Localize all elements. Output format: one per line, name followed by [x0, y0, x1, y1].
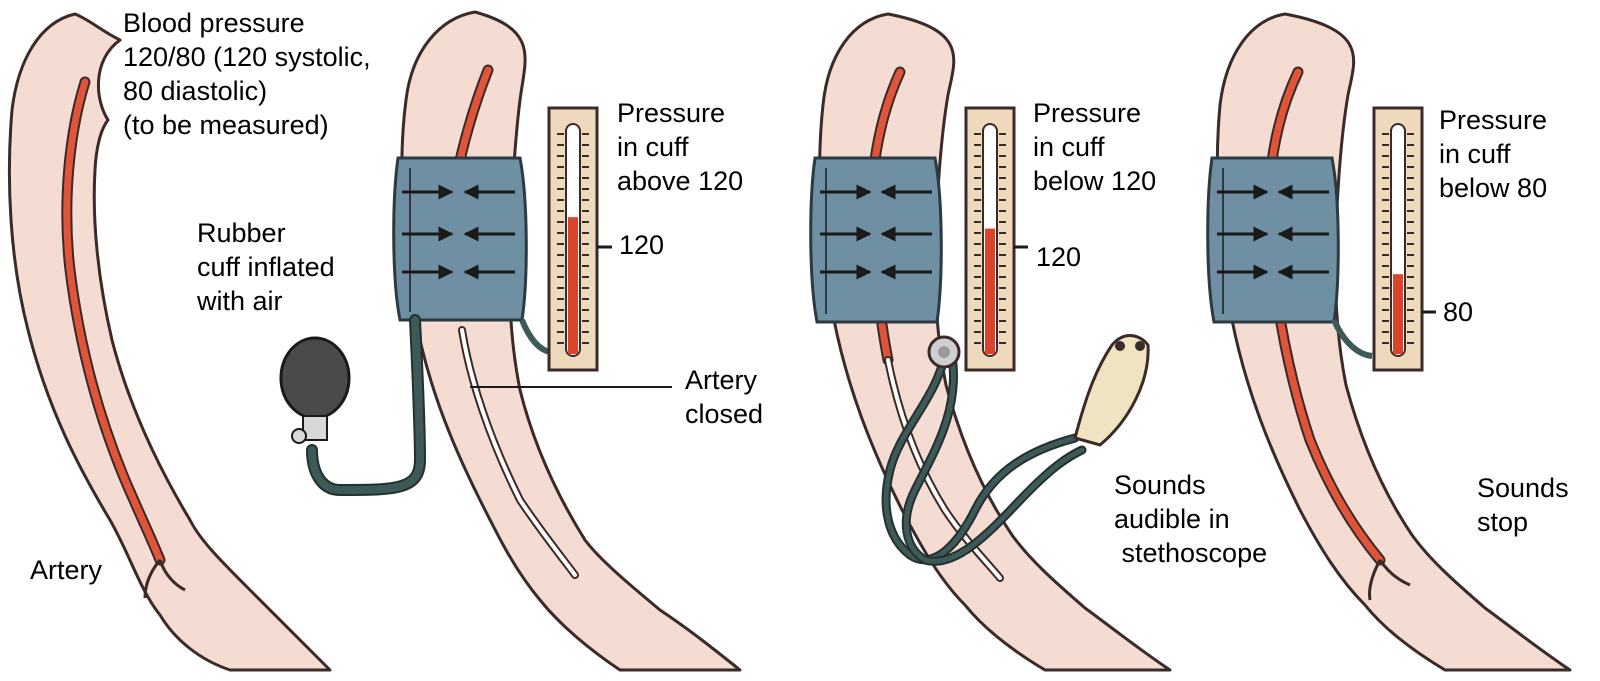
mercury-manometer-2-icon: [964, 106, 1028, 372]
mercury-column: [568, 217, 578, 354]
panel2-gauge-mark-label: 120: [619, 230, 665, 260]
cuff-tube-2-icon: [306, 314, 551, 497]
panel3-pressure-label-line-3: below 120: [1033, 166, 1157, 196]
inflation-bulb-icon: [279, 336, 351, 444]
artery-4-icon: [1263, 66, 1411, 601]
panel3-gauge-mark-label: 120: [1036, 242, 1082, 272]
arm-1-icon: [7, 12, 332, 672]
artery-closed-label-line-1: Artery: [685, 365, 758, 395]
artery-1-icon: [61, 76, 186, 599]
panel4-gauge-mark-label: 80: [1443, 297, 1474, 327]
rubber-cuff-label-line-1: Rubber: [197, 218, 286, 248]
sounds-stop-label-line-1: Sounds: [1477, 473, 1569, 503]
blood-pressure-cuff-2-icon: [392, 156, 528, 322]
rubber-cuff-label-line-2: cuff inflated: [197, 252, 335, 282]
mercury-column: [985, 228, 995, 354]
panel4-pressure-label-line-2: in cuff: [1439, 139, 1511, 169]
blood-pressure-label-line-4: (to be measured): [123, 110, 329, 140]
cuff-pressure-arrows-3: [820, 184, 932, 280]
panel2-pressure-label-line-1: Pressure: [617, 98, 726, 128]
artery-label: Artery: [30, 555, 103, 585]
stethoscope-icon: [881, 334, 1150, 566]
sounds-audible-label-line-3: stethoscope: [1114, 538, 1268, 568]
panel2-pressure-label-line-3: above 120: [617, 166, 744, 196]
blood-pressure-label-line-3: 80 diastolic): [123, 76, 268, 106]
sounds-stop-label-line-2: stop: [1477, 507, 1529, 537]
panel4-pressure-label-line-3: below 80: [1439, 173, 1548, 203]
panel3-pressure-label-line-1: Pressure: [1033, 98, 1142, 128]
blood-pressure-label-line-2: 120/80 (120 systolic,: [123, 42, 371, 72]
sounds-audible-label-line-1: Sounds: [1114, 470, 1206, 500]
mercury-manometer-1-icon: [547, 106, 612, 372]
panel3-pressure-label-line-2: in cuff: [1033, 132, 1105, 162]
blood-pressure-label-line-1: Blood pressure: [123, 8, 305, 38]
blood-pressure-cuff-3-icon: [809, 156, 943, 324]
mercury-manometer-3-icon: [1372, 106, 1436, 372]
rubber-cuff-label-line-3: with air: [197, 286, 283, 316]
cuff-pressure-arrows-4: [1217, 184, 1329, 280]
blood-pressure-cuff-4-icon: [1206, 156, 1373, 359]
panel2-pressure-label-line-2: in cuff: [617, 132, 689, 162]
cuff-pressure-arrows-2: [402, 184, 515, 280]
mercury-column: [1393, 274, 1403, 354]
sounds-audible-label-line-2: audible in: [1114, 504, 1230, 534]
panel4-pressure-label-line-1: Pressure: [1439, 105, 1548, 135]
artery-closed-label-line-2: closed: [685, 399, 764, 429]
